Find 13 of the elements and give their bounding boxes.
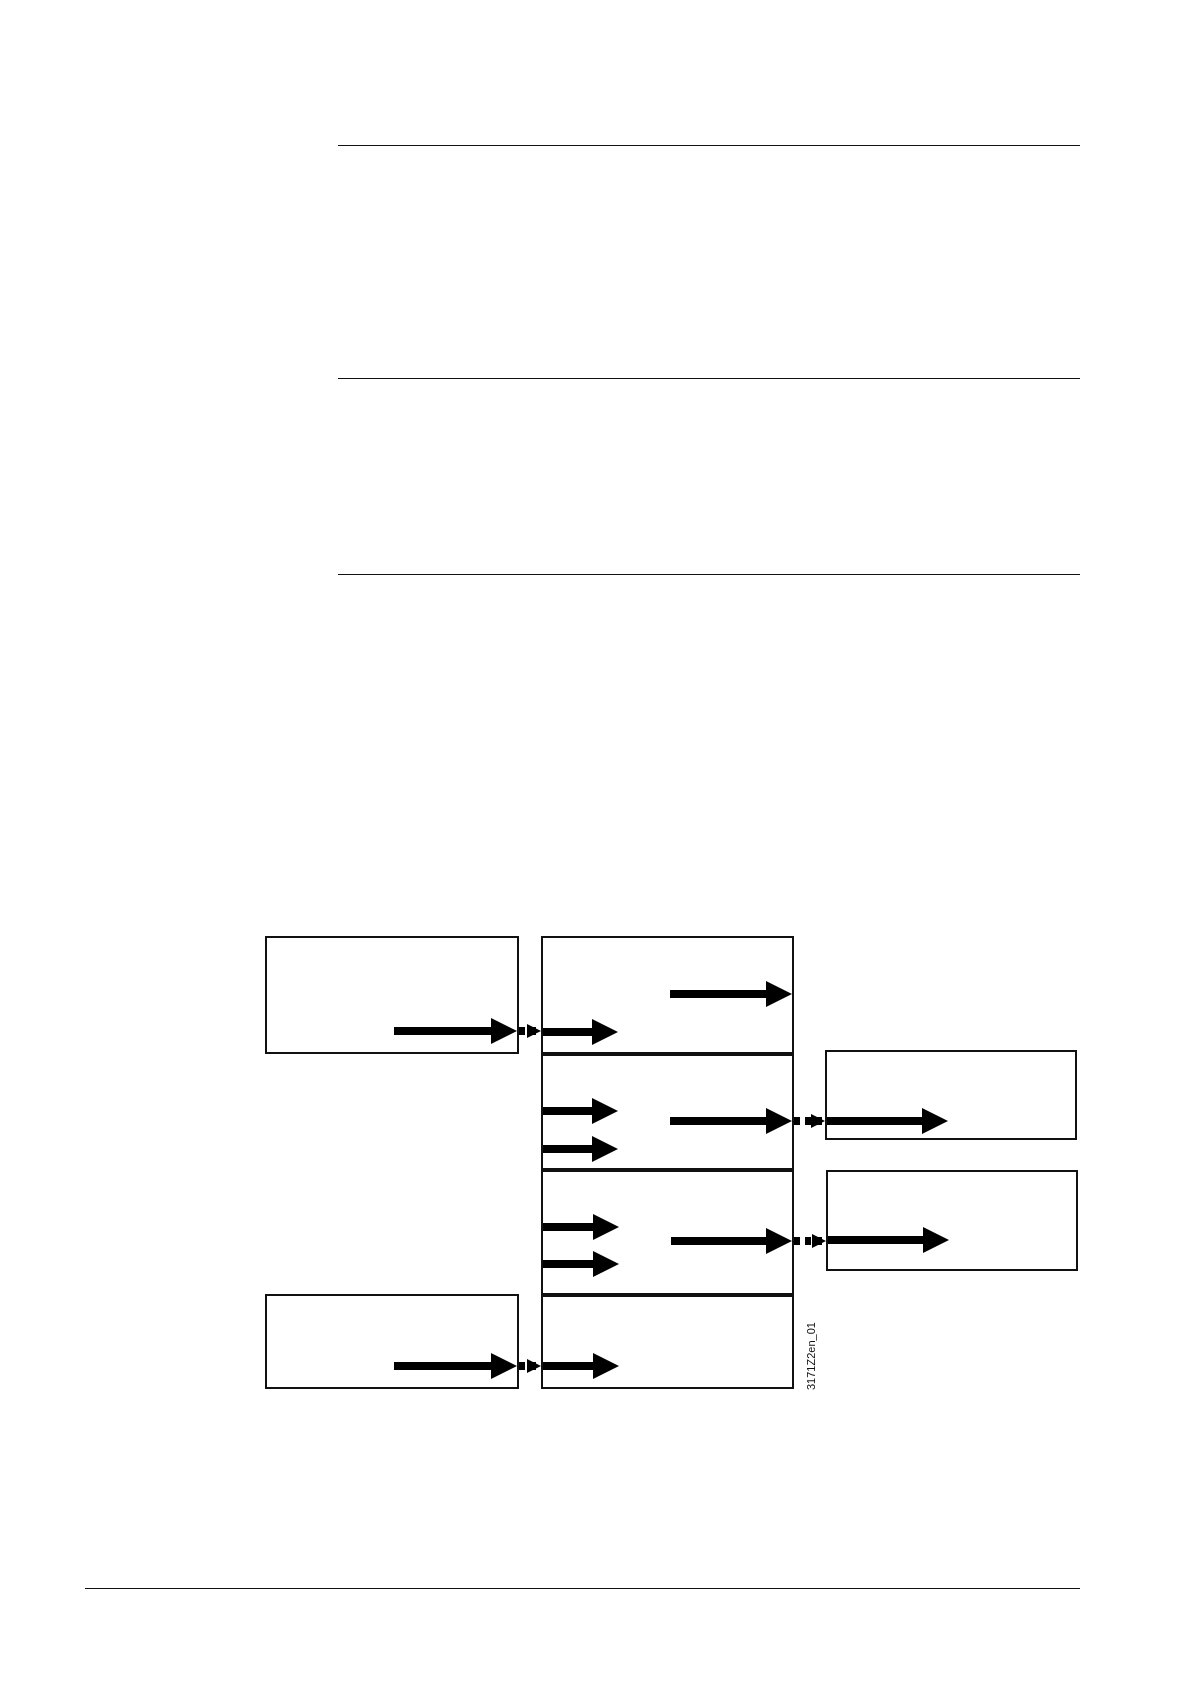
- block-box: [265, 1294, 519, 1389]
- block-box: [265, 936, 519, 1054]
- block-box: [541, 1295, 794, 1389]
- block-box: [541, 1054, 794, 1170]
- block-box: [825, 1050, 1077, 1140]
- dotted-link: [519, 1024, 541, 1038]
- dotted-link: [794, 1114, 825, 1128]
- block-box: [541, 1170, 794, 1295]
- block-box: [826, 1170, 1078, 1271]
- dotted-link: [794, 1234, 826, 1248]
- figure-code: 3171Z2en_01: [805, 1322, 817, 1390]
- dotted-link: [519, 1359, 541, 1373]
- block-box: [541, 936, 794, 1054]
